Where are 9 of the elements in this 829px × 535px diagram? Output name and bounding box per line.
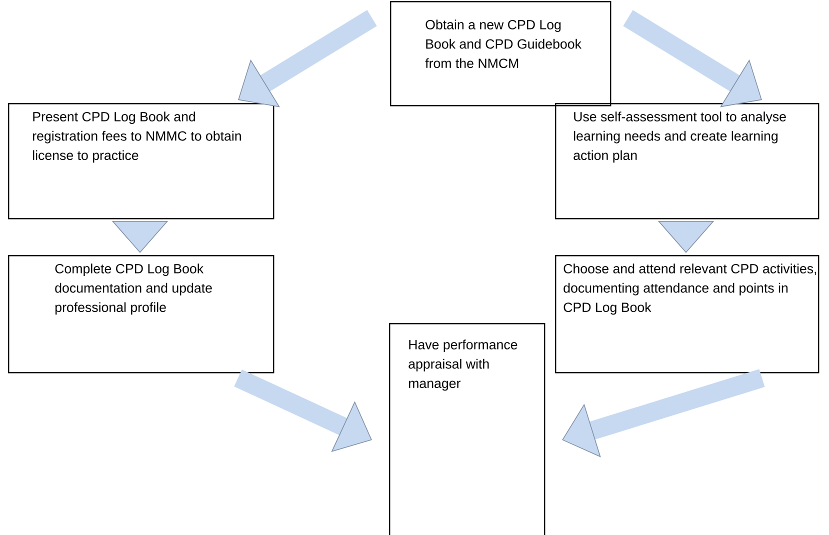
- block-arrow: [623, 10, 762, 108]
- block-arrow: [238, 10, 377, 108]
- process-box: Use self-assessment tool to analyse learning needs and create learning action plan: [555, 103, 820, 220]
- process-box: Complete CPD Log Book documentation and update professional profile: [8, 255, 274, 374]
- process-box: Present CPD Log Book and registration fees to NMMC to obtain license to practice: [8, 103, 274, 220]
- process-box: Obtain a new CPD Log Book and CPD Guidebook from the NMCM: [390, 1, 612, 106]
- process-box: Choose and attend relevant CPD activities, documenting attendance and points in CPD Log Book: [555, 255, 820, 374]
- process-box: Have performance appraisal with manager: [389, 323, 546, 535]
- block-arrow: [562, 369, 765, 458]
